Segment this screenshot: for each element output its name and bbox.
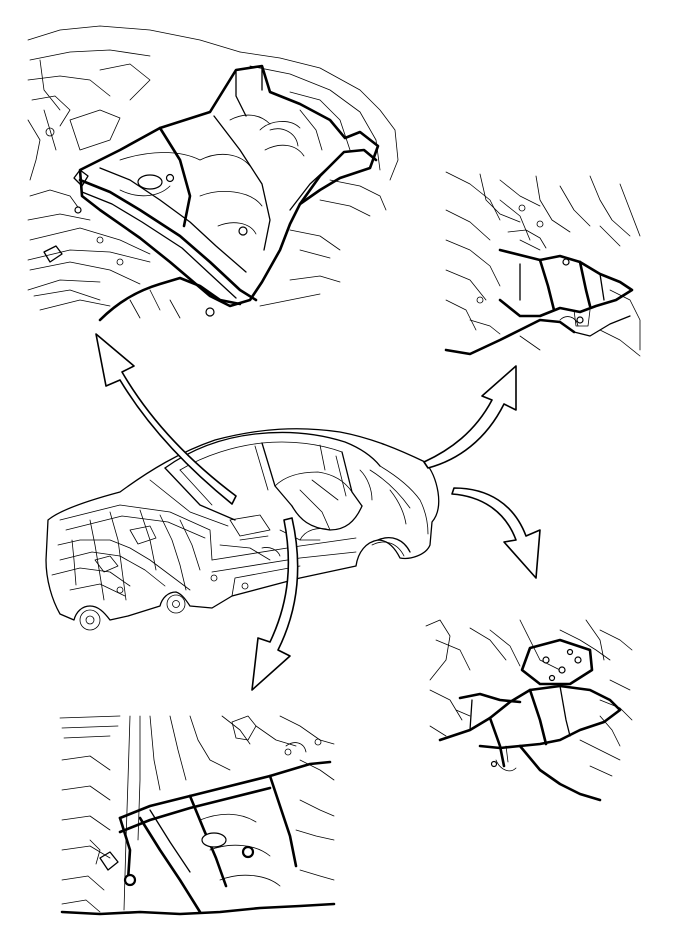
arrow-to-top-right-view xyxy=(423,365,517,469)
overview-car-body xyxy=(45,428,440,631)
detail-front-floor-crossmember xyxy=(27,25,399,322)
detail-rear-floor-section-right xyxy=(444,171,641,357)
arrow-to-top-left-view xyxy=(95,333,237,505)
arrow-to-lower-left-view xyxy=(251,517,299,691)
arrow-to-lower-right-view xyxy=(451,487,541,579)
detail-rear-floor-section-lower-right xyxy=(425,619,633,802)
detail-front-floor-lower-left xyxy=(59,715,336,916)
